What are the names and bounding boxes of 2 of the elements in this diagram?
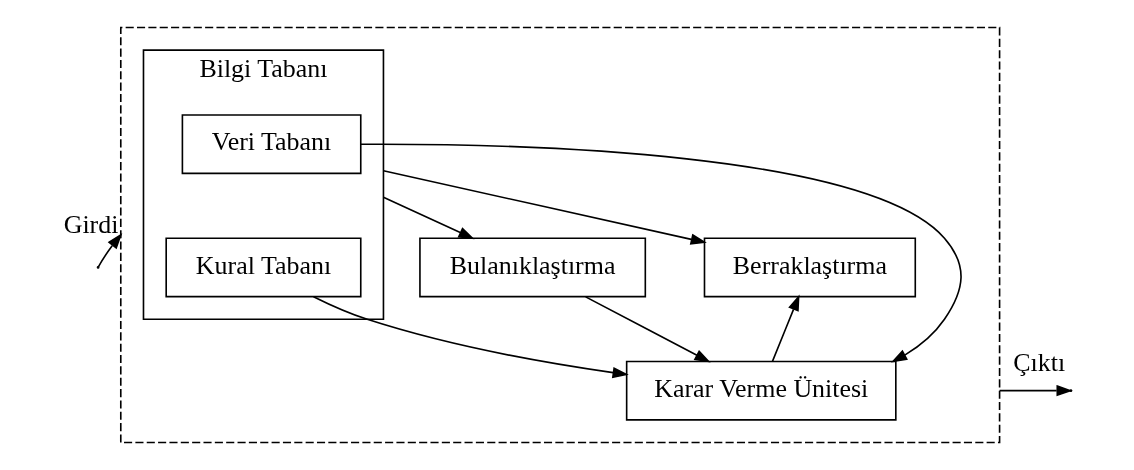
edge-label: Girdi [63, 210, 118, 240]
edge-label: Çıktı [1012, 347, 1065, 377]
